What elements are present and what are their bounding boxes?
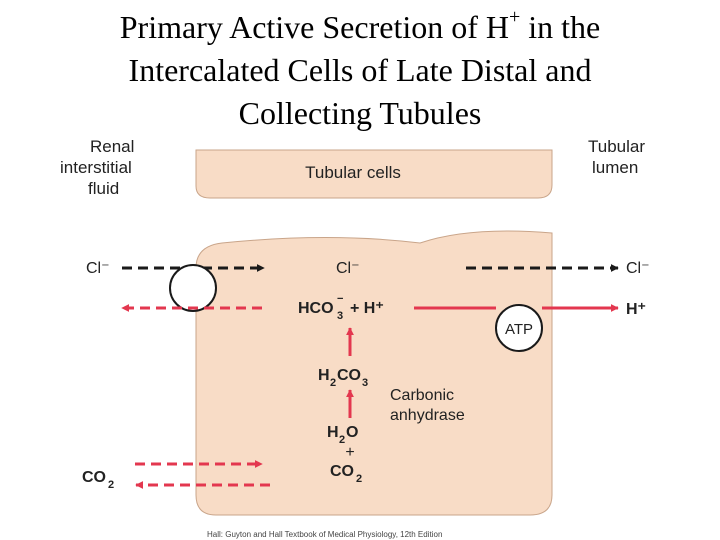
title-line-1: Primary Active Secretion of H+ in the [119, 6, 601, 45]
svg-text:HCO: HCO [298, 300, 334, 317]
svg-text:2: 2 [356, 473, 362, 485]
h2co3-label: H 2 CO 3 [318, 367, 368, 389]
hco3-plus-h-label: HCO 3 − + H⁺ [298, 293, 384, 322]
tubular-cells-label: Tubular cells [305, 163, 401, 182]
figure-credit: Hall: Guyton and Hall Textbook of Medica… [207, 530, 442, 539]
atp-label: ATP [505, 321, 533, 338]
svg-text:Carbonic: Carbonic [390, 387, 454, 404]
co2-intracellular-label: CO 2 [330, 463, 362, 485]
intercalated-cell [195, 230, 553, 516]
svg-text:lumen: lumen [592, 158, 638, 177]
cl-hco3-exchanger-icon [169, 264, 217, 312]
svg-text:Renal: Renal [90, 137, 134, 156]
svg-text:2: 2 [108, 479, 114, 491]
svg-text:CO: CO [337, 367, 361, 384]
svg-text:2: 2 [339, 434, 345, 446]
h-lumen: H⁺ [626, 301, 646, 318]
svg-text:+ H⁺: + H⁺ [350, 300, 384, 317]
svg-text:interstitial: interstitial [60, 158, 132, 177]
upper-tubular-cell [195, 149, 553, 199]
svg-text:3: 3 [362, 377, 368, 389]
svg-text:3: 3 [337, 310, 343, 322]
svg-text:2: 2 [330, 377, 336, 389]
atp-pump-icon [495, 304, 543, 352]
svg-text:−: − [337, 293, 343, 305]
h2o-label: H 2 O [327, 424, 358, 446]
svg-text:anhydrase: anhydrase [390, 407, 465, 424]
title-line-2: Intercalated Cells of Late Distal and [128, 52, 592, 88]
plus-sign: + [345, 444, 354, 461]
svg-text:O: O [346, 424, 358, 441]
svg-text:CO: CO [330, 463, 354, 480]
interstitial-label: Renal interstitial fluid [60, 137, 134, 198]
svg-text:CO: CO [82, 469, 106, 486]
cl-intracellular: Cl⁻ [336, 260, 360, 277]
lumen-label: Tubular lumen [588, 137, 645, 177]
slide-title: Primary Active Secretion of H+ in the In… [0, 6, 720, 135]
enzyme-label: Carbonic anhydrase [390, 387, 465, 424]
svg-text:H: H [327, 424, 339, 441]
co2-interstitial-label: CO 2 [82, 469, 114, 491]
svg-text:fluid: fluid [88, 179, 119, 198]
svg-text:Tubular: Tubular [588, 137, 645, 156]
cl-lumen: Cl⁻ [626, 260, 650, 277]
title-line-3: Collecting Tubules [238, 95, 482, 131]
cl-interstitial: Cl⁻ [86, 260, 110, 277]
svg-text:H: H [318, 367, 330, 384]
